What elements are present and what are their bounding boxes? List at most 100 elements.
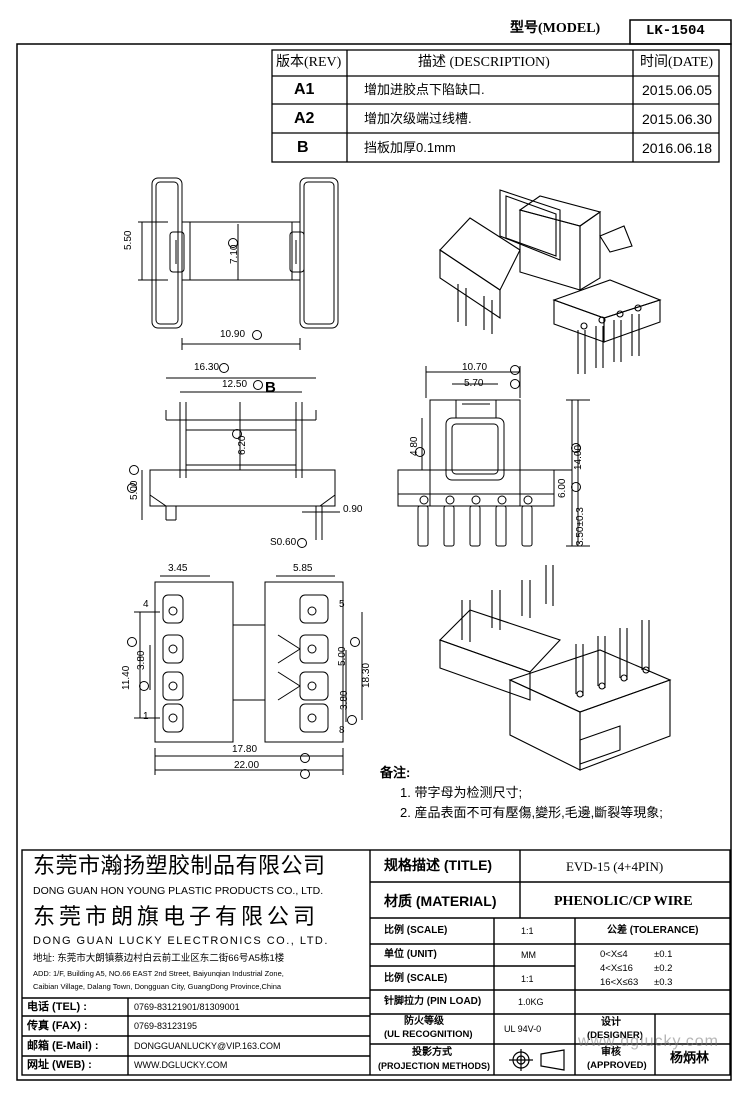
- dim-mark-b: B: [265, 379, 276, 396]
- model-box: [629, 19, 732, 45]
- date-row-3: 2016.06.18: [642, 140, 713, 156]
- dim-17-80: 17.80: [232, 744, 258, 755]
- company-cn-1: 东莞市瀚扬塑胶制品有限公司: [33, 853, 326, 878]
- contact-email-label: 邮箱 (E-Mail) :: [27, 1040, 99, 1052]
- dim-5-70: 5.70: [464, 378, 484, 389]
- contact-web-value[interactable]: WWW.DGLUCKY.COM: [134, 1060, 228, 1070]
- desc-row-1: 增加进胶点下陷缺口.: [364, 82, 485, 97]
- rev-row-1: A1: [294, 81, 315, 98]
- dim-4-80: 4.80: [409, 436, 420, 456]
- rev-row-3: B: [297, 139, 309, 156]
- unit-label: 单位 (UNIT): [384, 949, 437, 960]
- scale-label: 比例 (SCALE): [384, 925, 448, 936]
- contact-tel-label: 电话 (TEL) :: [27, 1001, 87, 1013]
- dim-5-85: 5.85: [293, 563, 313, 574]
- proj-label-en: (PROJECTION METHODS): [378, 1061, 491, 1071]
- date-row-2: 2015.06.30: [642, 111, 713, 127]
- dim-14-00: 14.00: [573, 444, 584, 470]
- company-addr-2: ADD: 1/F, Building A5, NO.66 EAST 2nd St…: [33, 969, 284, 978]
- title-value: EVD-15 (4+4PIN): [566, 859, 664, 874]
- pin-1: 1: [143, 711, 149, 722]
- scale2-label: 比例 (SCALE): [384, 973, 448, 984]
- dim-3-80-left: 3.80: [136, 650, 147, 670]
- dim-6-20: 6.20: [237, 435, 248, 455]
- desc-header: 描述 (DESCRIPTION): [418, 55, 550, 70]
- outer-frame: [16, 43, 732, 1081]
- designer-en: (DESIGNER): [587, 1030, 643, 1041]
- tol-range-3: 16<X≤63: [600, 977, 639, 988]
- tolerance-title: 公差 (TOLERANCE): [607, 925, 699, 936]
- contact-fax-value: 0769-83123195: [134, 1021, 198, 1031]
- side-view-drawing: [127, 363, 340, 548]
- company-addr-1: 地址: 东莞市大朗镇蔡边村白云前工业区东二街66号A5栋1楼: [33, 953, 285, 964]
- contact-tel-value: 0769-83121901/81309001: [134, 1002, 240, 1012]
- note-1: 1. 带字母为检测尺寸;: [400, 785, 523, 800]
- approved-value: 杨炳林: [670, 1050, 710, 1065]
- scale2-value: 1:1: [521, 974, 534, 984]
- tol-val-1: ±0.1: [654, 949, 673, 960]
- dim-11-40: 11.40: [121, 665, 132, 690]
- rev-header: 版本(REV): [276, 55, 342, 70]
- approved-en: (APPROVED): [587, 1060, 647, 1071]
- tol-val-2: ±0.2: [654, 963, 673, 974]
- company-en-2: DONG GUAN LUCKY ELECTRONICS CO., LTD.: [33, 935, 329, 947]
- pin-load-label: 针脚拉力 (PIN LOAD): [384, 996, 482, 1007]
- dim-5-00: 5.00: [129, 480, 140, 500]
- approved-cn: 审核: [601, 1047, 621, 1058]
- dim-6-00: 6.00: [557, 478, 568, 498]
- fire-label-en: (UL RECOGNITION): [384, 1029, 473, 1040]
- watermark: www.dglucky.com: [578, 1033, 719, 1050]
- pin-load-value: 1.0KG: [518, 997, 544, 1007]
- date-header: 时间(DATE): [640, 55, 714, 70]
- company-en-1: DONG GUAN HON YOUNG PLASTIC PRODUCTS CO.…: [33, 885, 324, 897]
- model-label: 型号(MODEL): [510, 21, 601, 36]
- contact-email-value[interactable]: DONGGUANLUCKY@VIP.163.COM: [134, 1041, 281, 1051]
- tol-range-1: 0<X≤4: [600, 949, 628, 960]
- dim-3-80-right: 3.80: [339, 690, 350, 710]
- dim-12-50: 12.50: [222, 379, 248, 390]
- scale-value: 1:1: [521, 926, 534, 936]
- company-addr-3: Caibian Village, Dalang Town, Dongguan C…: [33, 982, 282, 991]
- notes-title: 备注:: [380, 765, 411, 780]
- dim-10-70: 10.70: [462, 362, 488, 373]
- dim-3-50: 3.50±0.3: [575, 507, 586, 546]
- tol-val-3: ±0.3: [654, 977, 673, 988]
- date-row-1: 2015.06.05: [642, 82, 713, 98]
- proj-label-cn: 投影方式: [412, 1047, 452, 1058]
- dim-5-50: 5.50: [123, 230, 134, 250]
- pin-5: 5: [339, 599, 345, 610]
- note-2: 2. 産品表面不可有壓傷,變形,毛邊,斷裂等現象;: [400, 805, 663, 820]
- bottom-view-drawing: [127, 575, 363, 779]
- pin-4: 4: [143, 599, 149, 610]
- dim-18-30: 18.30: [361, 662, 372, 688]
- front-view-drawing: [397, 365, 590, 547]
- isometric-view-bottom: [438, 565, 672, 771]
- revision-table-lines: [271, 49, 720, 163]
- designer-cn: 设计: [601, 1017, 621, 1028]
- dim-5-00-right: 5.00: [337, 646, 348, 666]
- company-cn-2: 东莞市朗旗电子有限公司: [33, 904, 320, 929]
- unit-value: MM: [521, 950, 536, 960]
- dim-22-00: 22.00: [234, 760, 260, 771]
- rev-row-2: A2: [294, 110, 315, 127]
- desc-row-2: 增加次级端过线槽.: [364, 111, 472, 126]
- tol-range-2: 4<X≤16: [600, 963, 633, 974]
- model-value: LK-1504: [646, 23, 705, 39]
- dim-7-10: 7.10: [229, 244, 240, 264]
- projection-symbol: [509, 1049, 565, 1071]
- dim-s0-60: S0.60: [270, 537, 297, 548]
- top-view-drawing: [138, 177, 339, 350]
- isometric-view-top: [439, 189, 662, 374]
- title-block-lines: [21, 849, 731, 1076]
- contact-fax-label: 传真 (FAX) :: [27, 1020, 88, 1032]
- pin-8: 8: [339, 725, 345, 736]
- title-label: 规格描述 (TITLE): [384, 857, 493, 873]
- material-value: PHENOLIC/CP WIRE: [554, 894, 693, 909]
- dim-16-30: 16.30: [194, 362, 220, 373]
- material-label: 材质 (MATERIAL): [384, 893, 497, 909]
- fire-value: UL 94V-0: [504, 1024, 542, 1034]
- desc-row-3: 挡板加厚0.1mm: [364, 140, 456, 155]
- dim-10-90: 10.90: [220, 329, 246, 340]
- dim-3-45: 3.45: [168, 563, 188, 574]
